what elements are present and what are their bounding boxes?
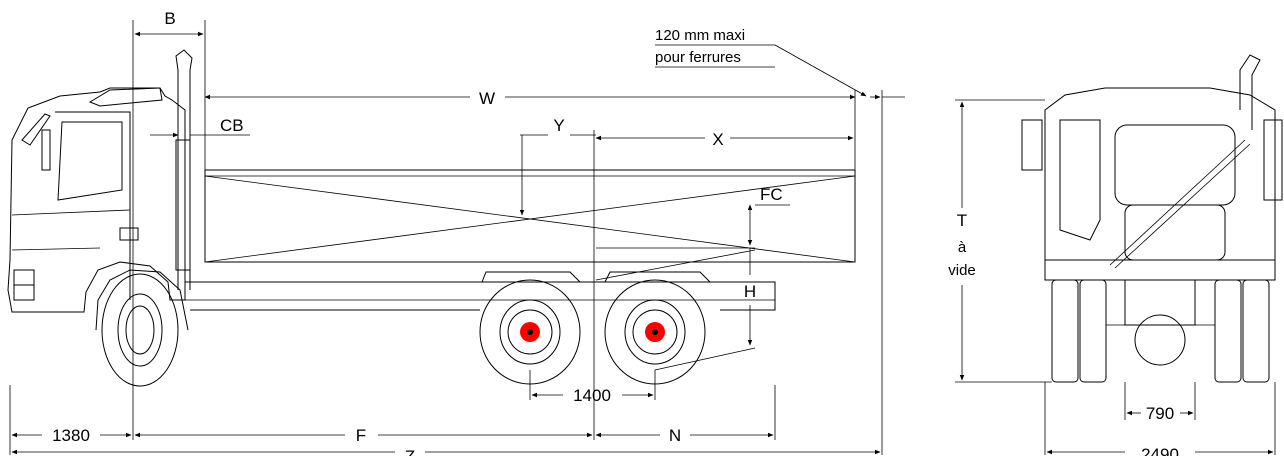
front-wheel: [95, 269, 189, 387]
annotation-leader: [774, 44, 867, 97]
label-vide: vide: [948, 262, 976, 279]
cargo-body: [204, 169, 856, 263]
mirror: [41, 129, 51, 171]
rear-intake: [1059, 119, 1101, 241]
cab-roof: [88, 87, 163, 107]
label-n: N: [669, 426, 681, 445]
h-diag-2: [654, 347, 756, 371]
label-z: Z: [405, 447, 415, 456]
rear-exhaust: [1239, 54, 1261, 130]
rear-cab-window: [1114, 124, 1236, 206]
label-cb: CB: [220, 116, 244, 135]
exhaust-guard: [175, 139, 191, 271]
rear-mirror-left: [1021, 119, 1043, 171]
label-fc: FC: [760, 185, 783, 204]
cab-line-1: [11, 209, 131, 216]
windshield: [21, 113, 51, 146]
cab-step: [119, 227, 139, 241]
side-view-truck: [7, 49, 856, 387]
cargo-cross-2: [204, 175, 856, 263]
cab-door: [55, 111, 131, 300]
rear-wheel-ll: [1051, 279, 1079, 383]
rear-wheel-rl: [1214, 279, 1242, 383]
rear-differential: [1134, 314, 1186, 366]
side-view-dimensions: B W 120 mm maxi pour ferrures CB Y X FC: [9, 9, 905, 456]
rear-strut-1: [1109, 139, 1246, 266]
chassis: [185, 281, 776, 311]
rear-wheel-rr: [1242, 279, 1270, 383]
h-diag-1: [595, 249, 756, 281]
rear-wheel-lr: [1079, 279, 1107, 383]
rear-axle-housing: [1124, 279, 1196, 326]
rear-view-truck: [1021, 54, 1283, 383]
annotation-line2: pour ferrures: [655, 49, 741, 66]
rear-mirror-right: [1263, 119, 1283, 201]
label-f: F: [356, 426, 366, 445]
label-h: H: [744, 282, 756, 301]
exhaust-stack: [175, 49, 193, 290]
label-2490: 2490: [1141, 445, 1179, 456]
label-1380: 1380: [52, 426, 90, 445]
rear-strut-2: [1114, 143, 1251, 269]
rear-chassis: [1044, 259, 1276, 281]
label-t: T: [957, 211, 967, 230]
cab-line-2: [11, 247, 101, 251]
label-y: Y: [553, 116, 564, 135]
label-790: 790: [1146, 404, 1174, 423]
cab-window: [57, 121, 123, 201]
rear-view-dimensions: T à vide 790 2490: [948, 99, 1276, 456]
label-b: B: [164, 9, 175, 28]
rear-wheel-2: [604, 271, 711, 385]
label-a: à: [958, 239, 967, 256]
rear-cab-outline: [1044, 87, 1276, 260]
annotation-line1: 120 mm maxi: [655, 27, 745, 44]
label-w: W: [479, 89, 495, 108]
label-x: X: [712, 130, 723, 149]
label-1400: 1400: [573, 386, 611, 405]
rear-wheel-1: [479, 271, 581, 385]
